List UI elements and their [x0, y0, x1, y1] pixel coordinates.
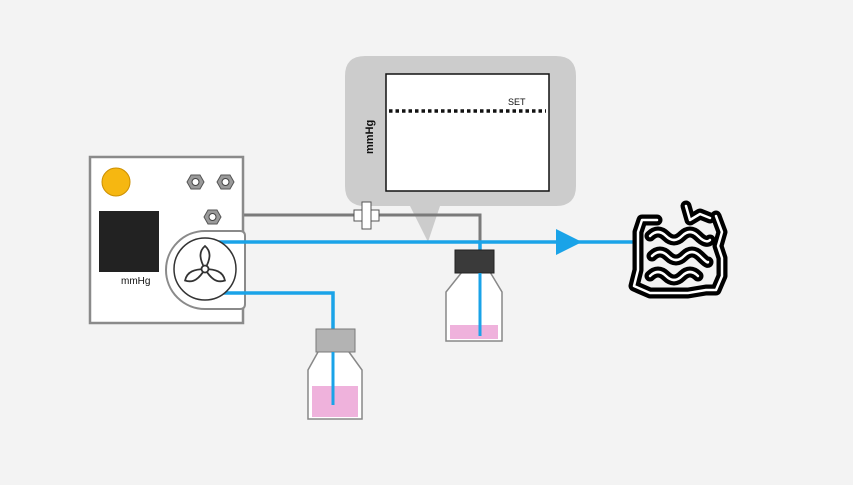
- gas-fitting-icon: [203, 209, 222, 225]
- peristaltic-pump: mmHg: [88, 155, 246, 325]
- pressure-line: [222, 201, 482, 252]
- gas-fitting-icon: [186, 174, 205, 190]
- pressure-display: [99, 211, 159, 272]
- flow-arrow-icon: [556, 229, 582, 255]
- bottle-cap: [454, 249, 495, 274]
- intestine-icon: [628, 200, 728, 299]
- gas-fitting-icon: [216, 174, 235, 190]
- tee-connector-icon: [353, 201, 380, 230]
- setpoint-label: SET: [508, 97, 526, 107]
- display-unit-label: mmHg: [121, 276, 150, 287]
- chart-y-axis-label: mmHg: [364, 120, 376, 154]
- reservoir-bottle: [307, 328, 363, 420]
- status-light-icon: [101, 167, 131, 197]
- pressure-tubing: [222, 213, 482, 252]
- perfusate-fluid: [312, 386, 358, 417]
- bottle-cap: [315, 328, 356, 353]
- pressure-chart: [385, 73, 550, 192]
- collection-bottle: [445, 249, 503, 342]
- rotor-icon: [173, 237, 237, 301]
- bottle-body: [445, 271, 503, 342]
- pressure-monitor-callout: SET mmHg: [345, 56, 576, 242]
- collected-fluid: [450, 325, 498, 339]
